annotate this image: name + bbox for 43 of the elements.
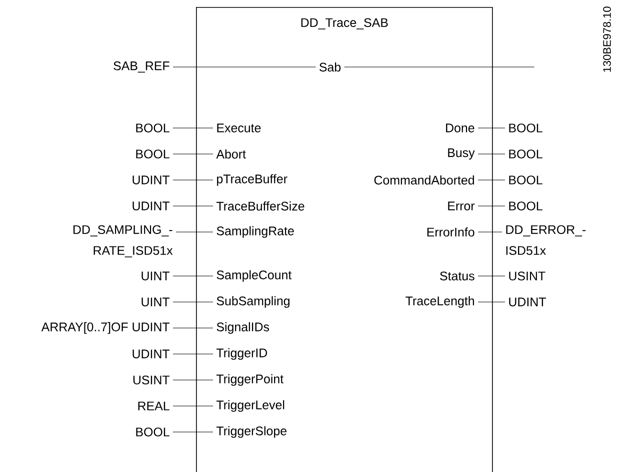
output-pin-label: TraceLength [406,296,474,308]
input-pin-label: TriggerID [216,348,268,360]
input-pin-label: Abort [216,149,246,159]
type-label: BOOL [136,124,170,132]
pin-label: Sab [320,62,341,72]
output-pin-label: Done [446,124,474,132]
input-pin-label: SubSampling [216,296,290,308]
input-pin-label: TriggerLevel [216,400,284,412]
type-label: UINT [142,298,170,306]
input-pin-label: TraceBufferSize [216,201,304,211]
type-label: UDINT [132,176,170,184]
input-pin-label: Execute [217,124,261,132]
type-label: DD_ERROR_- ISD51x [506,225,586,255]
output-pin-label: Status [440,272,474,280]
type-label: BOOL [509,202,542,210]
input-pin-label: SampleCount [216,270,292,282]
type-label: UDINT [132,350,170,358]
input-pin-label: pTraceBuffer [217,174,288,186]
output-pin-label: Busy [448,148,475,160]
input-pin-label: SamplingRate [216,226,294,238]
type-label: USINT [509,272,546,280]
type-label: REAL [138,402,170,410]
type-label: BOOL [136,150,170,158]
type-label: SAB_REF [114,61,170,73]
type-label: UDINT [509,298,546,306]
output-pin-label: Error [448,202,475,210]
connector-line [344,66,535,68]
type-label: BOOL [136,428,170,436]
input-pin-label: TriggerPoint [216,374,284,386]
output-pin-label: CommandAborted [374,175,474,185]
document-number: 130BE978.10 [603,6,611,72]
input-pin-label: TriggerSlope [216,426,286,438]
type-label: UDINT [132,202,170,210]
input-pin-label: SignalIDs [216,322,270,334]
type-label: BOOL [509,150,542,158]
type-label: BOOL [509,176,542,184]
type-label: UINT [142,272,170,280]
type-label: DD_SAMPLING_- RATE_ISD51x [73,225,173,258]
type-label: BOOL [509,124,542,132]
connector-line [172,66,316,68]
type-label: ARRAY[0..7]OF UDINT [41,322,170,334]
output-pin-label: ErrorInfo [427,227,474,237]
type-label: USINT [133,376,170,384]
